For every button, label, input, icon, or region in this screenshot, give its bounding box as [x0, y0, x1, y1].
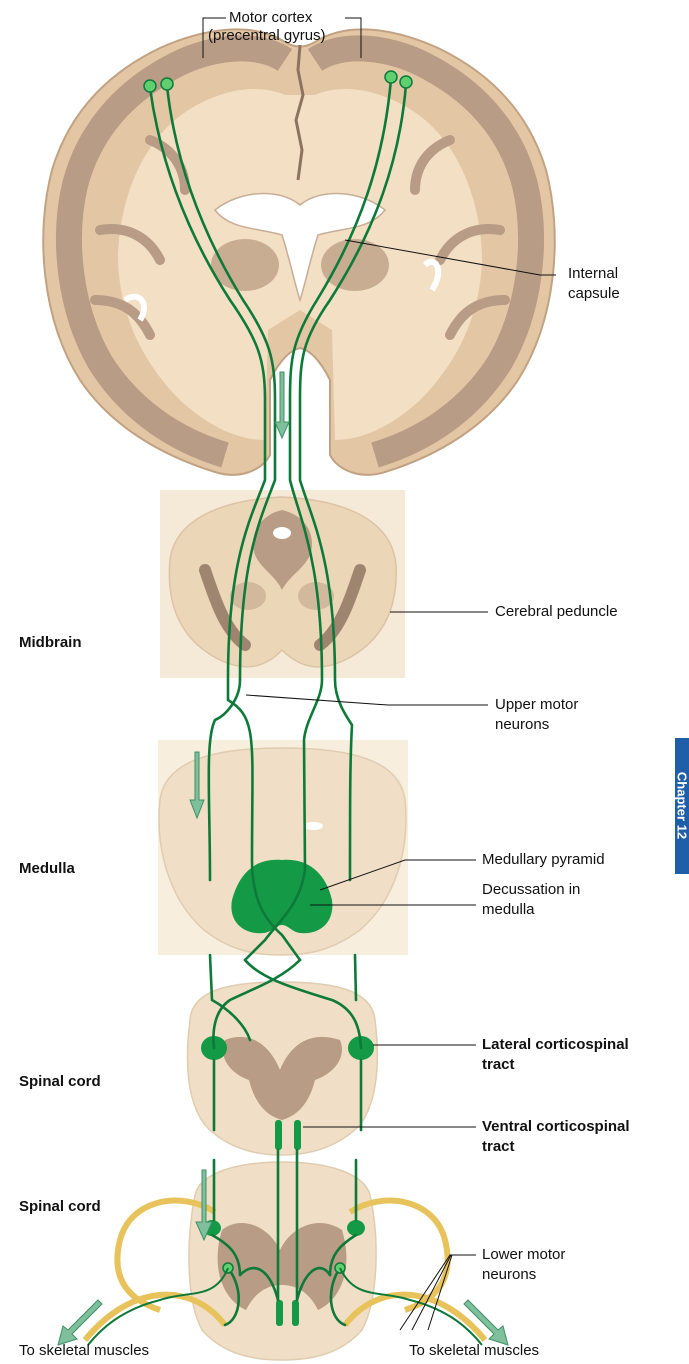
label-ventral-tract-line2: tract	[482, 1138, 515, 1156]
label-upper-motor-line2: neurons	[495, 716, 549, 734]
label-medulla: Medulla	[19, 860, 75, 878]
label-lower-motor-line1: Lower motor	[482, 1246, 565, 1264]
label-decussation-line2: medulla	[482, 901, 535, 919]
label-decussation-line1: Decussation in	[482, 881, 580, 899]
label-motor-cortex: Motor cortex	[229, 9, 312, 27]
label-internal-capsule-line1: Internal	[568, 265, 618, 283]
label-lateral-tract-line2: tract	[482, 1056, 515, 1074]
label-medullary-pyramid: Medullary pyramid	[482, 851, 605, 869]
chapter-side-tab-label: Chapter 12	[675, 751, 689, 861]
spinal-cord-lower-section	[85, 1162, 485, 1360]
chapter-side-tab: Chapter 12	[675, 738, 689, 874]
label-precentral-gyrus: (precentral gyrus)	[208, 27, 326, 45]
label-spinal-cord-upper: Spinal cord	[19, 1073, 101, 1091]
label-spinal-cord-lower: Spinal cord	[19, 1198, 101, 1216]
label-skeletal-muscles-right: To skeletal muscles	[409, 1342, 539, 1360]
label-internal-capsule-line2: capsule	[568, 285, 620, 303]
label-lateral-tract-line1: Lateral corticospinal	[482, 1036, 629, 1054]
label-skeletal-muscles-left: To skeletal muscles	[19, 1342, 149, 1360]
label-midbrain: Midbrain	[19, 634, 82, 652]
label-ventral-tract-line1: Ventral corticospinal	[482, 1118, 630, 1136]
midbrain-section	[160, 490, 405, 678]
label-lower-motor-line2: neurons	[482, 1266, 536, 1284]
label-upper-motor-line1: Upper motor	[495, 696, 578, 714]
label-cerebral-peduncle: Cerebral peduncle	[495, 603, 618, 621]
